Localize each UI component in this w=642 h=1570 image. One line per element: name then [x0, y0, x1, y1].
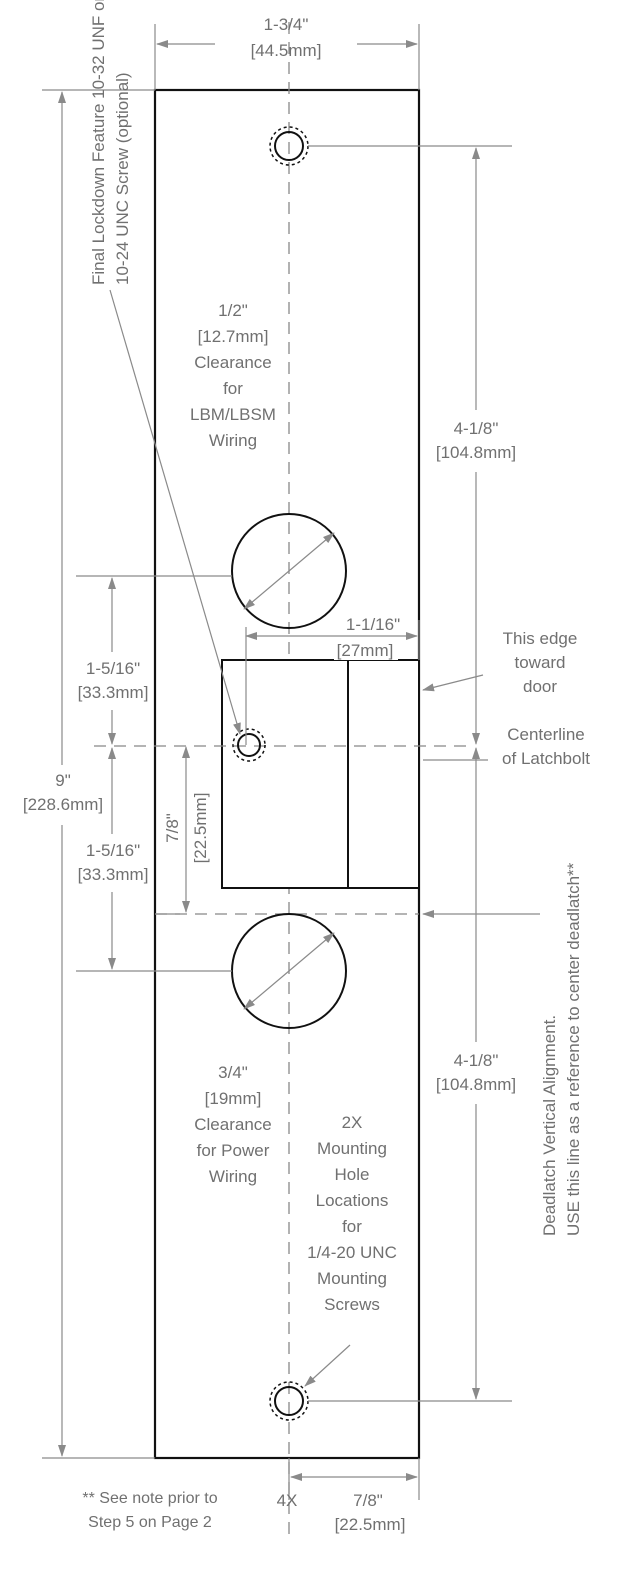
- svg-text:Step 5 on Page 2: Step 5 on Page 2: [88, 1514, 212, 1531]
- plate-width-in: 1-3/4": [264, 15, 309, 34]
- latch-pocket: [221, 659, 420, 889]
- upper-hole-to-latch-mm: [33.3mm]: [78, 683, 149, 702]
- upper-wiring-clearance-hole: [231, 513, 347, 629]
- plate-height-mm: [228.6mm]: [23, 795, 103, 814]
- dimension-lines: [58, 40, 480, 1481]
- svg-text:for: for: [223, 379, 243, 398]
- extension-lines: [42, 24, 512, 1500]
- plate-height-in: 9": [55, 771, 71, 790]
- top-hole-to-latch-in: 4-1/8": [454, 419, 499, 438]
- svg-text:Hole: Hole: [335, 1165, 370, 1184]
- pocket-offset-mm: [27mm]: [337, 641, 394, 660]
- svg-text:Locations: Locations: [316, 1191, 389, 1210]
- svg-text:This edge: This edge: [503, 629, 578, 648]
- top-hole-to-latch-mm: [104.8mm]: [436, 443, 516, 462]
- svg-text:1/4-20 UNC: 1/4-20 UNC: [307, 1243, 397, 1262]
- bottom-hole-to-latch-mm: [104.8mm]: [436, 1075, 516, 1094]
- plate-width-mm: [44.5mm]: [251, 41, 322, 60]
- mounting-holes-label: 2X Mounting Hole Locations for 1/4-20 UN…: [296, 1104, 408, 1334]
- svg-text:[12.7mm]: [12.7mm]: [198, 327, 269, 346]
- svg-text:toward: toward: [514, 653, 565, 672]
- svg-text:** See note prior to: ** See note prior to: [82, 1490, 217, 1507]
- svg-text:1/2": 1/2": [218, 301, 248, 320]
- svg-text:Wiring: Wiring: [209, 431, 257, 450]
- svg-text:USE this line as a reference t: USE this line as a reference to center d…: [564, 862, 583, 1236]
- svg-text:Wiring: Wiring: [209, 1167, 257, 1186]
- footnote: ** See note prior to Step 5 on Page 2: [82, 1490, 217, 1531]
- mount-offset-mm: [22.5mm]: [335, 1515, 406, 1534]
- mount-offset-count: 4X: [277, 1491, 298, 1510]
- svg-text:Mounting: Mounting: [317, 1139, 387, 1158]
- deadlatch-alignment-label: Deadlatch Vertical Alignment. USE this l…: [540, 862, 583, 1236]
- svg-text:Centerline: Centerline: [507, 725, 585, 744]
- lockdown-feature-label: Final Lockdown Feature 10-32 UNF or 10-2…: [89, 0, 132, 285]
- svg-text:door: door: [523, 677, 557, 696]
- upper-clearance-label: 1/2" [12.7mm] Clearance for LBM/LBSM Wir…: [186, 292, 280, 460]
- leader-arrows: [109, 289, 540, 1387]
- svg-text:Final Lockdown Feature 10-32 U: Final Lockdown Feature 10-32 UNF or: [89, 0, 108, 285]
- lockdown-offset-mm: [22.5mm]: [191, 793, 210, 864]
- lower-clearance-label: 3/4" [19mm] Clearance for Power Wiring: [186, 1054, 280, 1196]
- svg-text:3/4": 3/4": [218, 1063, 248, 1082]
- lockdown-screw-hole: [232, 728, 266, 762]
- svg-text:2X: 2X: [342, 1113, 363, 1132]
- svg-text:10-24 UNC Screw (optional): 10-24 UNC Screw (optional): [113, 72, 132, 285]
- upper-hole-to-latch-in: 1-5/16": [86, 659, 140, 678]
- svg-text:of Latchbolt: of Latchbolt: [502, 749, 590, 768]
- centerline-latchbolt-label: Centerline of Latchbolt: [502, 725, 590, 768]
- edge-toward-door-label: This edge toward door: [503, 629, 578, 696]
- svg-text:LBM/LBSM: LBM/LBSM: [190, 405, 276, 424]
- lower-hole-to-latch-mm: [33.3mm]: [78, 865, 149, 884]
- svg-text:Screws: Screws: [324, 1295, 380, 1314]
- lockdown-offset-in: 7/8": [163, 813, 182, 843]
- mount-offset-in: 7/8": [353, 1491, 383, 1510]
- pocket-offset-in: 1-1/16": [346, 615, 400, 634]
- svg-text:Mounting: Mounting: [317, 1269, 387, 1288]
- svg-text:Clearance: Clearance: [194, 1115, 272, 1134]
- svg-text:Clearance: Clearance: [194, 353, 272, 372]
- lower-hole-to-latch-in: 1-5/16": [86, 841, 140, 860]
- svg-text:for: for: [342, 1217, 362, 1236]
- svg-text:Deadlatch Vertical Alignment.: Deadlatch Vertical Alignment.: [540, 1015, 559, 1236]
- svg-text:[19mm]: [19mm]: [205, 1089, 262, 1108]
- bottom-hole-to-latch-in: 4-1/8": [454, 1051, 499, 1070]
- svg-text:for Power: for Power: [197, 1141, 270, 1160]
